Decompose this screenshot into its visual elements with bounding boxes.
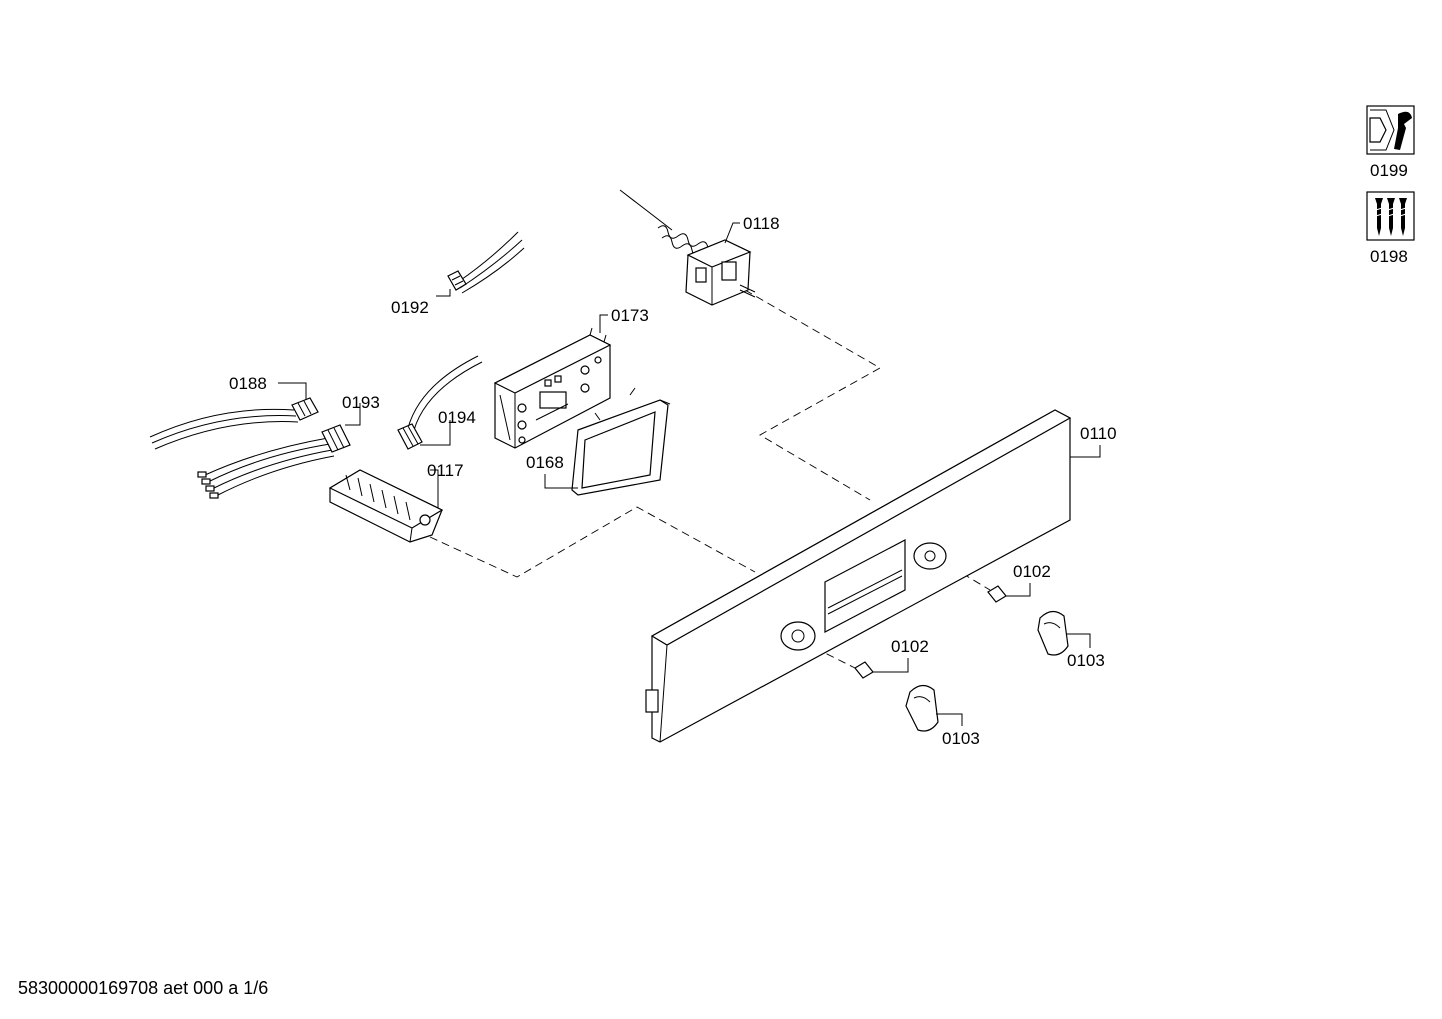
label-0102-left: 0102 (891, 637, 929, 656)
label-0168: 0168 (526, 453, 564, 472)
knob-right-part[interactable] (1037, 610, 1069, 656)
knob-left-part[interactable] (905, 684, 939, 732)
service-kit-button[interactable]: 0199 (1366, 105, 1415, 180)
label-0117: 0117 (427, 461, 464, 480)
control-module-part[interactable] (493, 327, 612, 449)
flat-cable-part[interactable] (397, 355, 483, 450)
terminal-wires-part[interactable] (197, 424, 351, 499)
wire-harness-part[interactable] (149, 397, 319, 450)
label-0193: 0193 (342, 393, 380, 412)
label-0198: 0198 (1370, 247, 1408, 266)
knob-clip-left-part[interactable] (854, 661, 874, 679)
label-0103-right: 0103 (1067, 651, 1105, 670)
label-0199: 0199 (1370, 161, 1408, 180)
document-code: 58300000169708 aet 000 a 1/6 (18, 978, 269, 998)
label-0118: 0118 (743, 214, 780, 233)
part-labels: 0192 0173 0118 0188 0193 0194 0117 0168 … (229, 214, 1117, 748)
display-frame-part[interactable] (571, 387, 671, 496)
screws-kit-button[interactable]: 0198 (1366, 191, 1415, 266)
label-0192: 0192 (391, 298, 429, 317)
wrench-icon (1369, 109, 1412, 151)
label-0110: 0110 (1080, 424, 1117, 443)
control-panel-part[interactable] (645, 409, 1072, 743)
label-0188: 0188 (229, 374, 267, 393)
label-0102-right: 0102 (1013, 562, 1051, 581)
screws-icon (1375, 198, 1407, 236)
connector-cable-part[interactable] (447, 231, 525, 294)
thermostat-part[interactable] (619, 189, 756, 306)
label-0173: 0173 (611, 306, 649, 325)
label-0194: 0194 (438, 408, 476, 427)
label-0103-left: 0103 (942, 729, 980, 748)
terminal-block-part[interactable] (328, 469, 444, 543)
knob-clip-right-part[interactable] (987, 585, 1007, 603)
